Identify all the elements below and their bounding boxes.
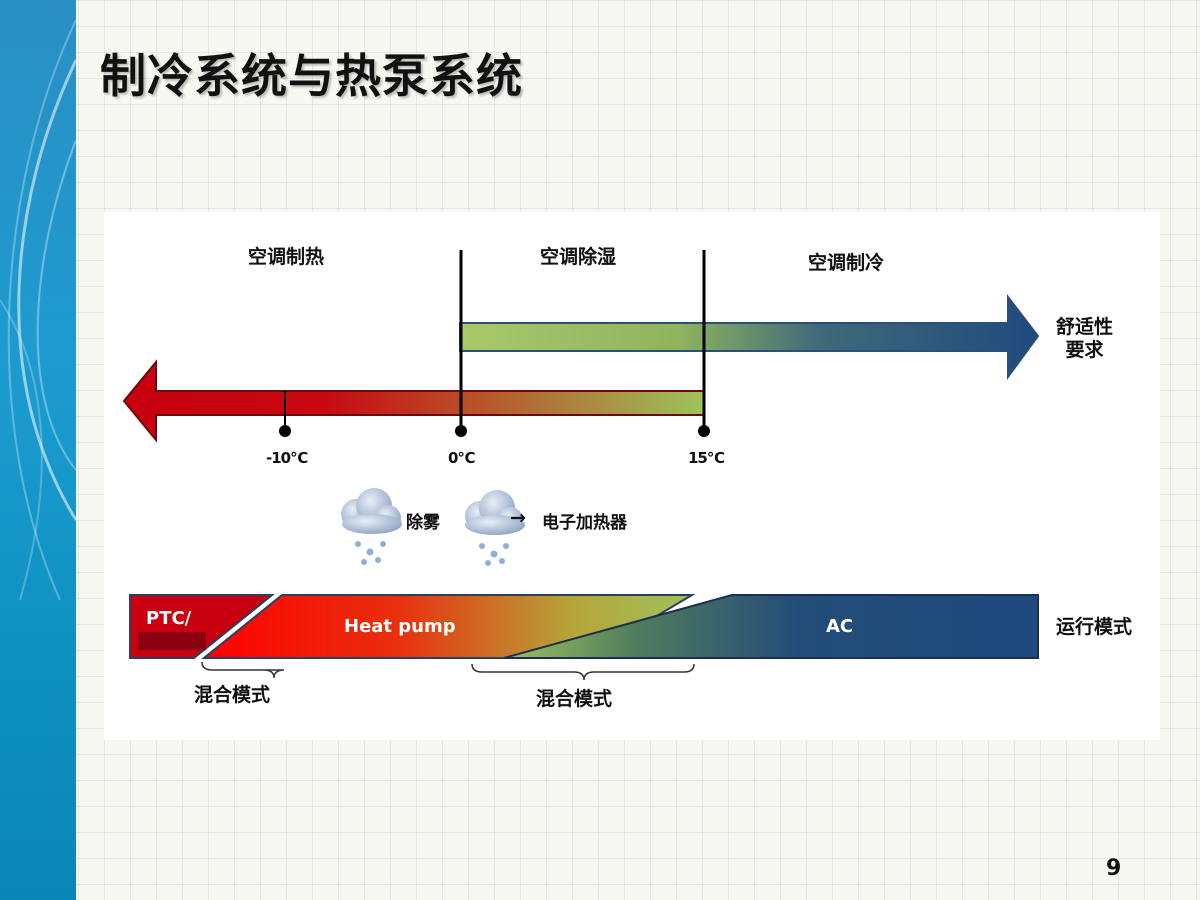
- ac-bar: [503, 594, 1039, 659]
- arrow-right-icon: →: [510, 507, 526, 529]
- ac-bar-label: AC: [826, 616, 854, 637]
- left-decorative-band: [0, 0, 76, 900]
- marker-dot-15c: [698, 425, 710, 437]
- temp-label-15c: 15℃: [688, 449, 725, 467]
- zone-label-heating: 空调制热: [248, 246, 325, 268]
- heating-arrow-lower: [122, 359, 705, 443]
- comfort-arrow-upper: [459, 294, 1040, 381]
- ptc-redacted-mark: [138, 632, 206, 650]
- operation-mode-label: 运行模式: [1056, 616, 1133, 638]
- snow-cloud-icon-left: [341, 488, 402, 565]
- heat-pump-bar-label: Heat pump: [344, 616, 456, 637]
- marker-dot-minus10: [279, 425, 291, 437]
- swirl-decoration: [0, 19, 76, 601]
- defog-label: 除雾: [406, 513, 440, 533]
- marker-dot-0c: [455, 425, 467, 437]
- mixed-mode-label-left: 混合模式: [194, 684, 271, 706]
- snow-cloud-icon-right: [465, 490, 525, 566]
- comfort-requirement-label: 舒适性 要求: [1056, 316, 1113, 362]
- mixed-mode-bracket-right: [471, 663, 695, 681]
- mixed-mode-bracket-left: [201, 661, 285, 679]
- electric-heater-label: 电子加热器: [542, 513, 627, 533]
- ptc-bar-label: PTC/: [146, 608, 192, 629]
- slide-title: 制冷系统与热泵系统: [100, 49, 523, 103]
- comfort-label-line1: 舒适性: [1056, 316, 1114, 338]
- page-number: 9: [1106, 856, 1122, 881]
- mixed-mode-label-right: 混合模式: [536, 688, 613, 710]
- comfort-label-line2: 要求: [1065, 339, 1104, 361]
- temp-label-0c: 0℃: [448, 449, 476, 467]
- zone-label-dehumidify: 空调除湿: [540, 246, 617, 268]
- comfort-mode-diagram: 空调制热 空调除湿 空调制冷 舒适性 要求 -10℃ 0℃ 15℃ 除雾 → 电…: [104, 212, 1160, 740]
- zone-label-cooling: 空调制冷: [808, 252, 885, 274]
- temp-label-minus10: -10℃: [266, 449, 308, 467]
- diagram-graphics: [122, 250, 1040, 681]
